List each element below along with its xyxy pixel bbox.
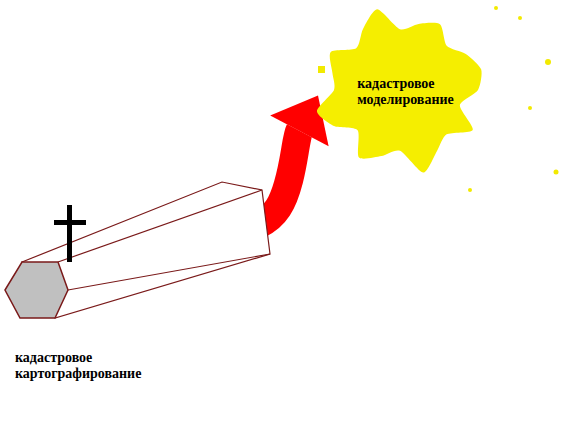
cross-symbol [67,205,72,262]
splash-dot [468,188,472,192]
prism-edge [58,190,262,262]
splash-dot [518,16,522,20]
splash-shape [317,9,482,172]
arrow-head [270,95,328,146]
prism-face [5,262,68,318]
prism-node: кадастровое картографирование [4,160,234,400]
splash-node: кадастровое моделирование [318,6,493,178]
splash-dot [318,66,325,73]
node-label: кадастровое моделирование [357,76,454,108]
node-label: кадастровое картографирование [15,350,141,382]
splash-dot [545,59,551,65]
splash-dot [528,106,532,110]
splash-dot [554,170,559,175]
prism-edge [68,254,270,290]
splash-dot [494,6,498,10]
cross-symbol [54,220,86,225]
